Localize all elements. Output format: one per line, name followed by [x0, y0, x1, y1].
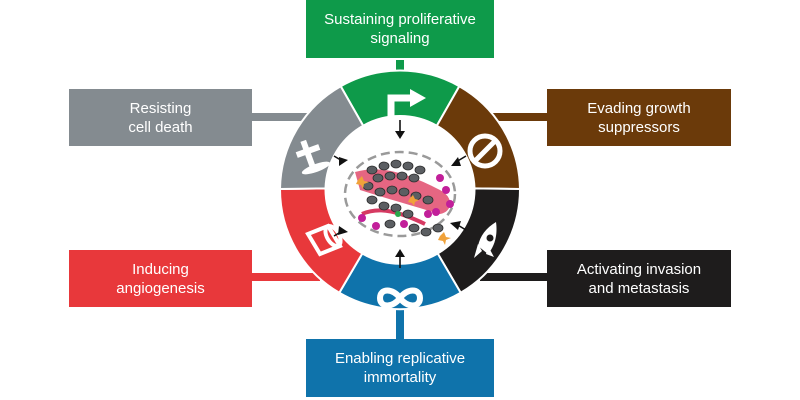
arrow-icon: [387, 89, 426, 124]
no-entry-icon: [467, 133, 503, 169]
arrow-to-center-bottom: [395, 249, 405, 268]
label-growth-suppressors: Evading growth suppressors: [587, 99, 691, 136]
label-proliferative: Sustaining proliferative signaling: [324, 11, 476, 47]
arrow-to-center-top: [395, 120, 405, 139]
arrow-to-center-upper-right: [451, 155, 467, 166]
arrow-to-center-upper-left: [333, 155, 348, 166]
label-box-immortality: Enabling replicative immortality: [306, 339, 494, 397]
label-box-angiogenesis: Inducing angiogenesis: [69, 250, 252, 307]
ring-segment-cell-death: [278, 84, 365, 191]
label-box-cell-death: Resisting cell death: [69, 89, 252, 146]
label-box-invasion: Activating invasion and metastasis: [547, 250, 731, 307]
label-cell-death: Resisting cell death: [128, 99, 193, 136]
infinity-icon: [376, 287, 424, 309]
tumor-illustration: [343, 150, 457, 245]
arrow-to-center-lower-right: [450, 221, 467, 231]
arrow-to-center-lower-left: [333, 226, 348, 237]
label-box-growth-suppressors: Evading growth suppressors: [547, 89, 731, 146]
label-angiogenesis: Inducing angiogenesis: [116, 260, 205, 297]
label-invasion: Activating invasion and metastasis: [576, 260, 702, 297]
inward-arrows: [333, 120, 467, 268]
grave-cross-icon: [295, 139, 331, 175]
label-box-proliferative: Sustaining proliferative signaling: [306, 0, 494, 58]
label-immortality: Enabling replicative immortality: [334, 350, 466, 386]
rocket-icon: [474, 222, 497, 258]
